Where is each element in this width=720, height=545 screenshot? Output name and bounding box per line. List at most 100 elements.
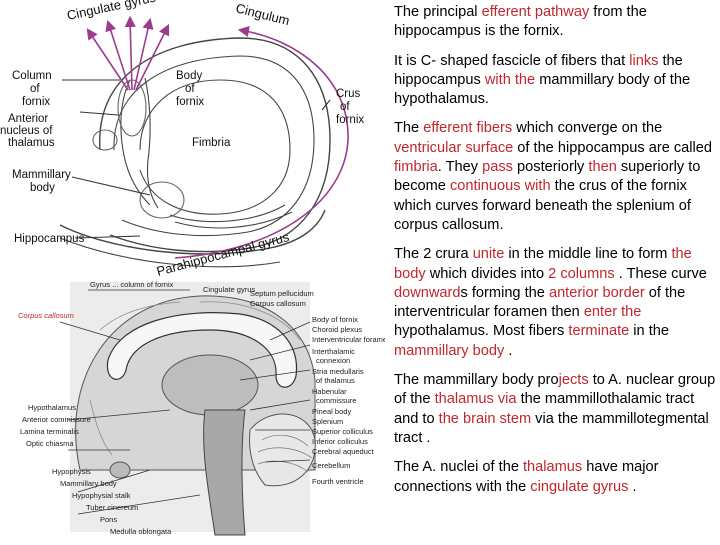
label-mammillary-body-2: body (30, 182, 55, 194)
paragraph-2: It is C- shaped fascicle of fibers that … (394, 52, 716, 110)
paragraph-5: The mammillary body projects to A. nucle… (394, 371, 716, 448)
rl-0: Body of fornix (312, 315, 358, 324)
ll-2: Lamina terminalis (20, 427, 79, 436)
top-labels: Cingulate gyrus Cingulum Column of forni… (0, 0, 364, 279)
label-crus-of-fornix-2: of (340, 101, 350, 113)
text-run: the hippocampus (394, 52, 683, 88)
ll-8: Tuber cinereum (86, 503, 138, 512)
rl-3: Interthalamic (312, 347, 355, 356)
rl-1: Choroid plexus (312, 325, 362, 334)
highlighted-term: with the (484, 71, 536, 88)
text-run: of the hippocampus are called (513, 139, 712, 156)
fornix-diagrams: Cingulate gyrus Cingulum Column of forni… (0, 0, 391, 536)
right-label-list: Body of fornix Choroid plexus Interventr… (312, 315, 391, 486)
highlighted-term: fimbria (394, 159, 438, 176)
paragraph-6: The A. nuclei of the thalamus have major… (394, 458, 716, 497)
rl-15: Fourth ventricle (312, 477, 364, 486)
text-run: posteriorly (512, 159, 589, 176)
highlighted-term: pass (482, 159, 513, 176)
label-column-of-fornix-3: fornix (22, 96, 50, 108)
rl-13: Cerebral aqueduct (312, 447, 375, 456)
label-anterior-nucleus-2: nucleus of (0, 125, 53, 137)
highlighted-term: efferent fibers (423, 120, 513, 137)
highlighted-term: mammillary body (394, 342, 505, 359)
label-cingulum: Cingulum (234, 0, 291, 28)
ll-7: Hypophysial stalk (72, 491, 131, 500)
label-septum: Septum pellucidum (250, 289, 314, 298)
highlighted-term: continuous with (449, 178, 551, 195)
rl-11: Superior colliculus (312, 427, 373, 436)
text-run: hypothalamus. Most fibers (394, 323, 569, 340)
text-run: from the hippocampus is the fornix. (394, 4, 647, 40)
rl-2: Interventricular foramen (312, 335, 385, 344)
label-fimbria: Fimbria (192, 137, 231, 149)
text-run: which divides into (425, 265, 549, 282)
text-run: . (628, 478, 637, 495)
paragraph-3: The efferent fibers which converge on th… (394, 119, 716, 235)
label-anterior-nucleus-3: thalamus (8, 137, 55, 149)
label-cingulate-gyrus-b: Cingulate gyrus (203, 285, 255, 294)
highlighted-term: thalamus (523, 459, 583, 476)
text-run: have major connections with the (394, 459, 659, 495)
highlighted-term: enter the (583, 304, 642, 321)
paragraph-4: The 2 crura unite in the middle line to … (394, 245, 716, 361)
text-run: The principal (394, 4, 482, 20)
highlighted-term: anterior border (548, 284, 645, 301)
label-corpus-callosum-l: Corpus callosum (18, 311, 74, 320)
label-anterior-nucleus-1: Anterior (8, 113, 48, 125)
highlighted-term: cingulate gyrus (530, 478, 629, 495)
label-crus-of-fornix-3: fornix (336, 114, 364, 126)
text-run: of the interventricular foramen then (394, 284, 686, 321)
projection-arrows (86, 15, 349, 259)
label-column-of-fornix-1: Column (12, 70, 52, 82)
rl-6: of thalamus (316, 376, 355, 385)
ll-3: Optic chiasma (26, 439, 74, 448)
ll-9: Pons (100, 515, 117, 524)
rl-5: Stria medullaris (312, 367, 364, 376)
sagittal-section (59, 282, 316, 536)
label-parahippocampal-gyrus: Parahippocampal gyrus (155, 229, 291, 279)
text-run: mammillary body of the hypothalamus. (394, 71, 691, 108)
ll-1: Anterior commissure (22, 415, 91, 424)
label-column-of-fornix-2: of (30, 83, 40, 95)
text-run: The (394, 120, 424, 137)
label-crus-of-fornix-1: Crus (336, 88, 361, 100)
rl-9: Pineal body (312, 407, 351, 416)
label-body-of-fornix-2: of (185, 83, 195, 95)
text-run: in the middle line to form (504, 246, 672, 263)
highlighted-term: thalamus via (434, 391, 517, 408)
text-run: s forming the (460, 284, 549, 301)
highlighted-term: then (588, 159, 617, 176)
rl-12: Inferior colliculus (312, 437, 368, 446)
text-run: via the mammillotegmental tract . (394, 410, 709, 446)
left-label-list: Hypothalamus Anterior commissure Lamina … (20, 403, 172, 536)
label-cingulate-gyrus: Cingulate gyrus (66, 0, 158, 23)
label-body-of-fornix-1: Body (176, 70, 202, 82)
paragraph-1: The principal efferent pathway from the … (394, 3, 716, 42)
text-run: It is C- shaped fascicle of fibers that (394, 52, 630, 69)
highlighted-term: 2 columns (548, 265, 615, 282)
highlighted-term: jects (558, 372, 589, 389)
ll-5: Hypophysis (52, 467, 91, 476)
text-run: superiorly to become (394, 159, 701, 195)
text-run: . (504, 342, 513, 359)
text-run: . They (437, 159, 483, 176)
label-hippocampus: Hippocampus (14, 233, 85, 245)
highlighted-term: the brain stem (438, 410, 532, 427)
label-top-left: Gyrus ... column of fornix (90, 280, 174, 289)
highlighted-term: terminate (568, 323, 630, 340)
text-run: The mammillary body pro (394, 372, 559, 389)
bottom-labels: Gyrus ... column of fornix Cingulate gyr… (18, 280, 391, 536)
text-run: to A. nuclear group of the (394, 372, 716, 408)
fornix-schematic (59, 37, 331, 268)
text-run: The A. nuclei of the (394, 459, 523, 476)
rl-4: connexion (316, 356, 350, 365)
text-run: The 2 crura (394, 246, 473, 263)
ll-0: Hypothalamus (28, 403, 76, 412)
text-run: in the (629, 323, 670, 340)
rl-10: Splenium (312, 417, 343, 426)
text-run: the crus of the fornix which curves forw… (394, 178, 691, 233)
label-body-of-fornix-3: fornix (176, 96, 204, 108)
highlighted-term: unite (472, 246, 505, 263)
highlighted-term: ventricular surface (394, 139, 514, 156)
